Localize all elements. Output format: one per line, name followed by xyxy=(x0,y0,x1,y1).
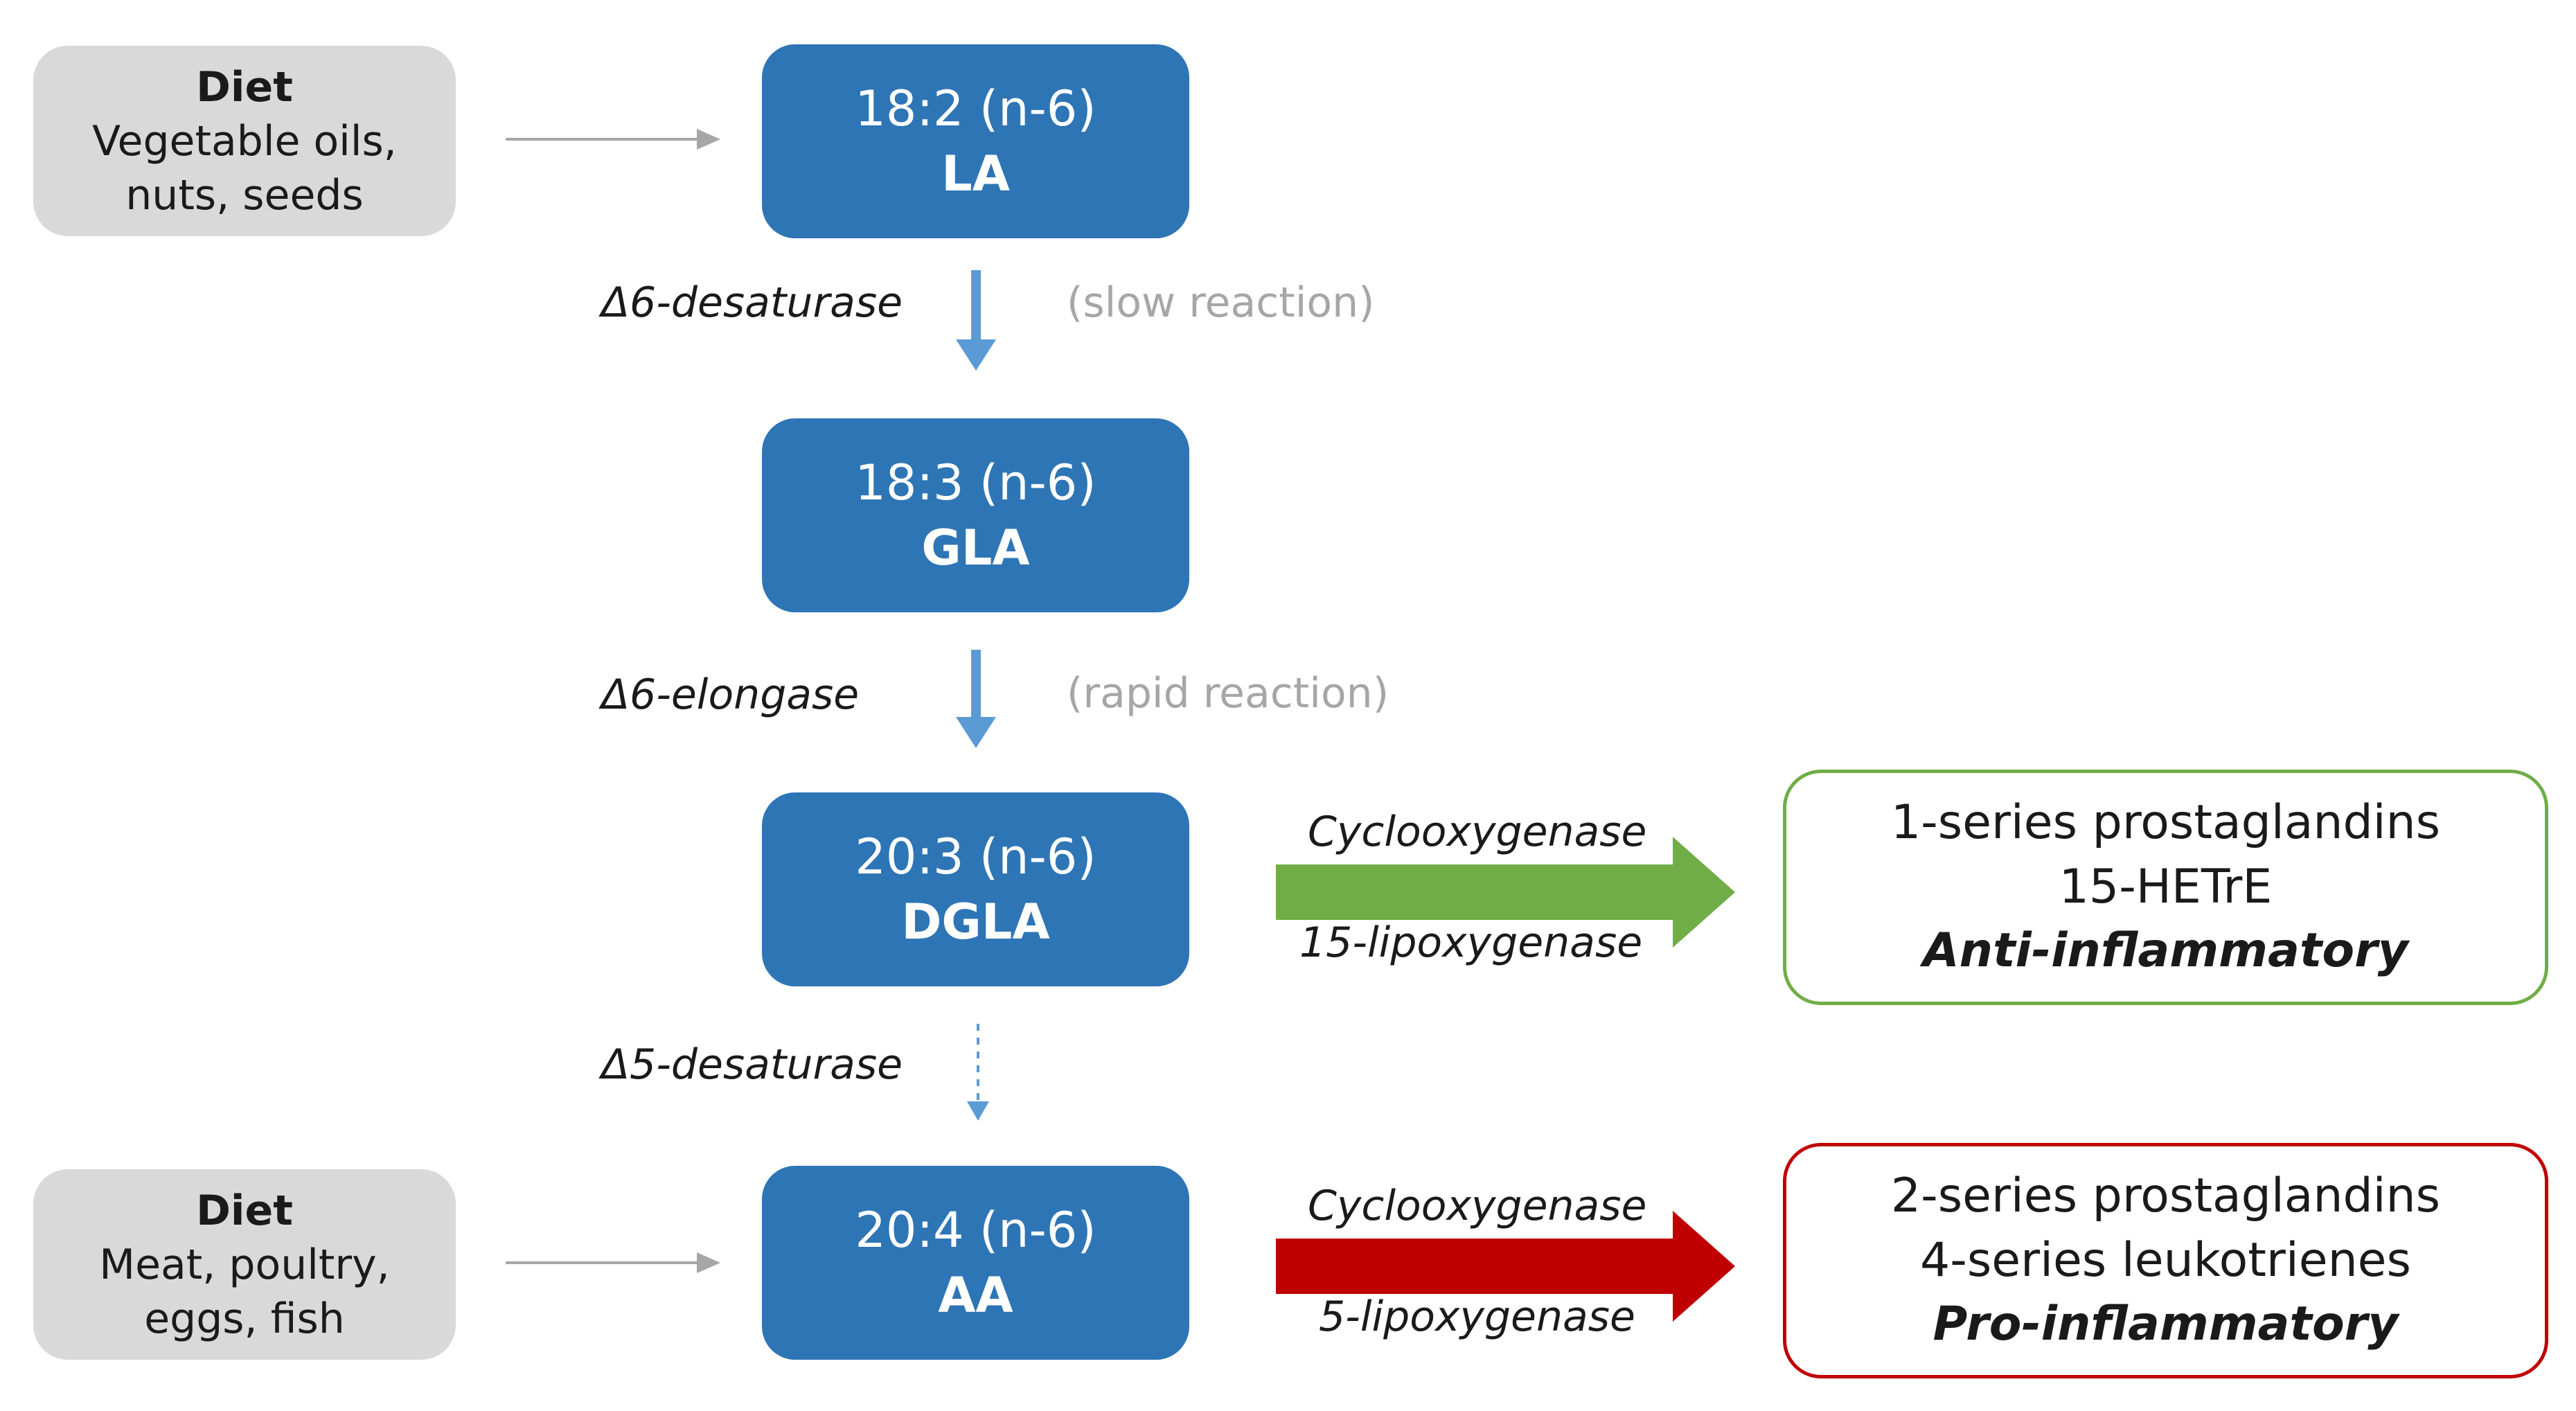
diet-to-aa-arrow xyxy=(506,1252,720,1273)
node-dgla-formula: 20:3 (n-6) xyxy=(855,828,1096,885)
red-pathway-arrow xyxy=(1276,1211,1735,1322)
green-top-label: Cyclooxygenase xyxy=(1308,808,1647,856)
pro-box-line2: 4-series leukotrienes xyxy=(1920,1232,2411,1288)
node-gla-formula: 18:3 (n-6) xyxy=(855,454,1096,511)
diet-meat-title: Diet xyxy=(196,1186,293,1235)
dgla-to-aa-dashed-arrow xyxy=(967,1024,989,1121)
pro-inflammatory-box: 2-series prostaglandins 4-series leukotr… xyxy=(1783,1143,2548,1378)
diet-meat-line2: eggs, fish xyxy=(144,1294,345,1343)
diet-vegetable-title: Diet xyxy=(196,62,293,112)
enzyme-d6-desaturase: Δ6-desaturase xyxy=(601,278,903,327)
note-slow-reaction: (slow reaction) xyxy=(1067,278,1375,327)
pro-box-line1: 2-series prostaglandins xyxy=(1890,1169,2441,1224)
node-la-name: LA xyxy=(941,145,1010,202)
node-aa-formula: 20:4 (n-6) xyxy=(855,1201,1096,1259)
green-bottom-label: 15-lipoxygenase xyxy=(1299,919,1643,967)
gla-to-dgla-arrow xyxy=(956,650,996,748)
red-top-label: Cyclooxygenase xyxy=(1308,1182,1647,1230)
node-dgla-name: DGLA xyxy=(901,894,1050,950)
la-to-gla-arrow xyxy=(956,270,996,371)
node-dgla: 20:3 (n-6) DGLA xyxy=(762,792,1189,986)
anti-box-line2: 15-HETrE xyxy=(2059,859,2273,914)
node-la-formula: 18:2 (n-6) xyxy=(855,80,1096,137)
node-gla-name: GLA xyxy=(921,520,1030,576)
enzyme-d5-desaturase: Δ5-desaturase xyxy=(601,1040,903,1089)
node-aa: 20:4 (n-6) AA xyxy=(762,1166,1189,1360)
anti-box-line1: 1-series prostaglandins xyxy=(1890,795,2441,851)
anti-box-effect: Anti-inflammatory xyxy=(1923,923,2408,979)
node-aa-name: AA xyxy=(938,1267,1013,1324)
pro-box-effect: Pro-inflammatory xyxy=(1933,1297,2399,1352)
node-gla: 18:3 (n-6) GLA xyxy=(762,418,1189,612)
diet-meat-box: Diet Meat, poultry, eggs, fish xyxy=(33,1169,456,1360)
diet-to-la-arrow xyxy=(506,129,720,150)
diet-vegetable-line2: nuts, seeds xyxy=(125,170,364,220)
node-la: 18:2 (n-6) LA xyxy=(762,44,1189,238)
diet-meat-line1: Meat, poultry, xyxy=(99,1240,390,1289)
red-bottom-label: 5-lipoxygenase xyxy=(1319,1293,1635,1341)
diet-vegetable-box: Diet Vegetable oils, nuts, seeds xyxy=(33,46,456,236)
enzyme-d6-elongase: Δ6-elongase xyxy=(601,671,860,719)
diet-vegetable-line1: Vegetable oils, xyxy=(92,116,397,166)
anti-inflammatory-box: 1-series prostaglandins 15-HETrE Anti-in… xyxy=(1783,770,2548,1005)
note-rapid-reaction: (rapid reaction) xyxy=(1067,669,1389,718)
green-pathway-arrow xyxy=(1276,837,1735,948)
